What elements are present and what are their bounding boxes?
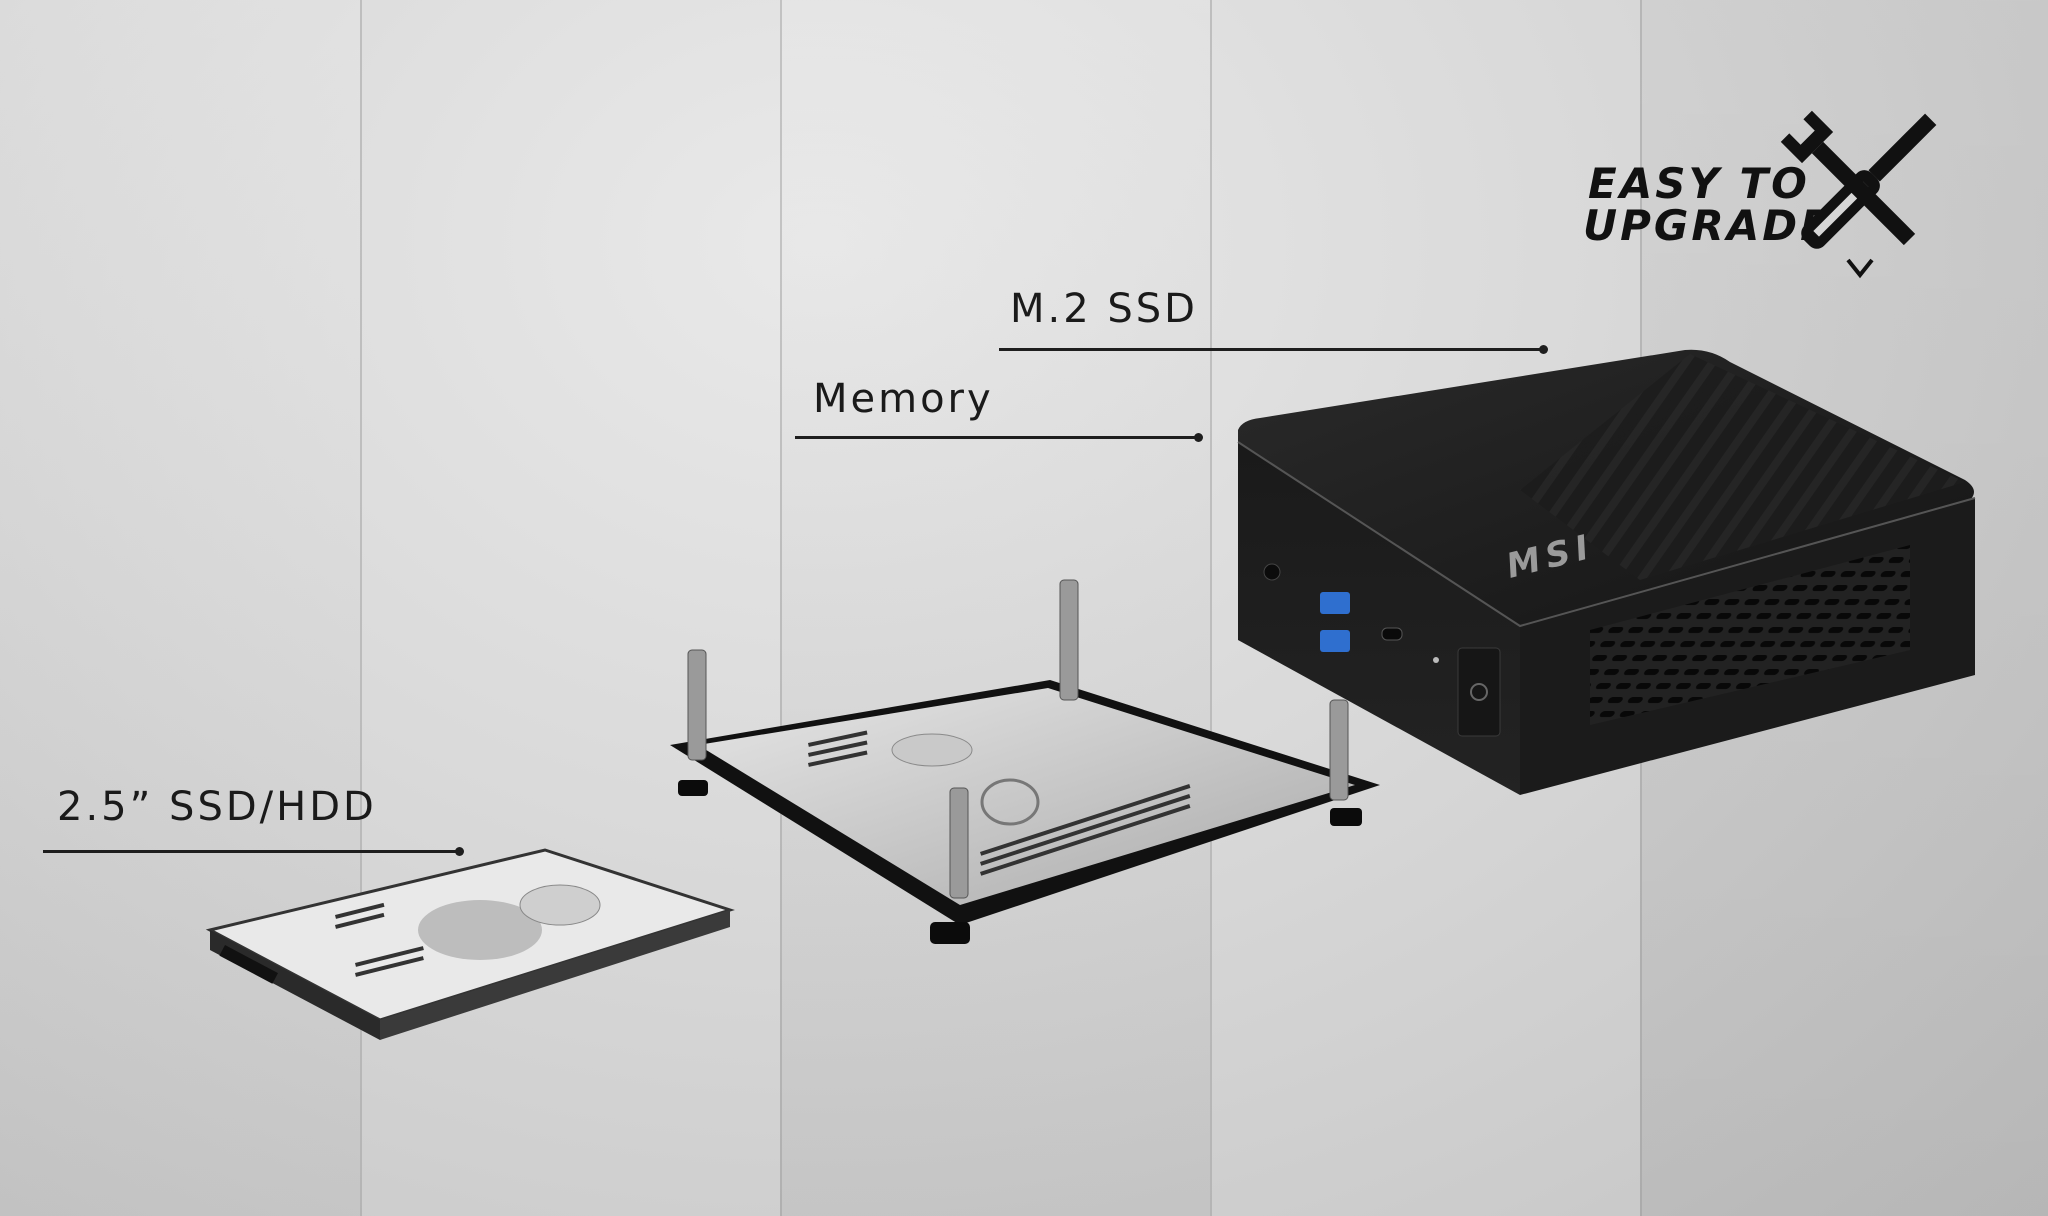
- device-front-panel: [1238, 442, 1520, 795]
- side-vent-grille: [1590, 545, 1910, 725]
- memory-leader-line: [795, 433, 1203, 442]
- m2-ssd-label: M.2 SSD: [1010, 286, 1198, 332]
- mini-pc-device: MSI: [1237, 349, 1976, 795]
- power-button: [1457, 647, 1501, 737]
- bracket-tray: [698, 688, 1355, 905]
- audio-jack-icon: [1263, 563, 1281, 581]
- usb-a-port-bottom: [1320, 630, 1350, 652]
- drive-bay-label: 2.5” SSD/HDD: [57, 784, 377, 830]
- badge-line-2: UPGRADE: [1583, 201, 1832, 250]
- standoff-screw: [1059, 579, 1079, 701]
- sata-connector: [219, 945, 278, 984]
- usb-a-port-top: [1320, 592, 1350, 614]
- standoff-screw: [1329, 699, 1349, 801]
- drive-bay-leader-line: [43, 847, 464, 856]
- m2-ssd-leader-line: [999, 345, 1548, 354]
- standoff-screw: [949, 787, 969, 899]
- mounting-bracket: [670, 579, 1380, 944]
- screwdriver-wrench-cross-icon: [1780, 110, 1937, 279]
- badge-line-1: EASY TO: [1588, 159, 1810, 208]
- status-led: [1433, 657, 1439, 663]
- msi-dragon-emboss-icon: [980, 778, 1040, 826]
- memory-label: Memory: [813, 376, 994, 422]
- hard-drive-2-5-inch: [205, 848, 735, 1040]
- power-icon: [1470, 683, 1488, 701]
- standoff-screw: [687, 649, 707, 761]
- usb-c-port: [1381, 627, 1403, 641]
